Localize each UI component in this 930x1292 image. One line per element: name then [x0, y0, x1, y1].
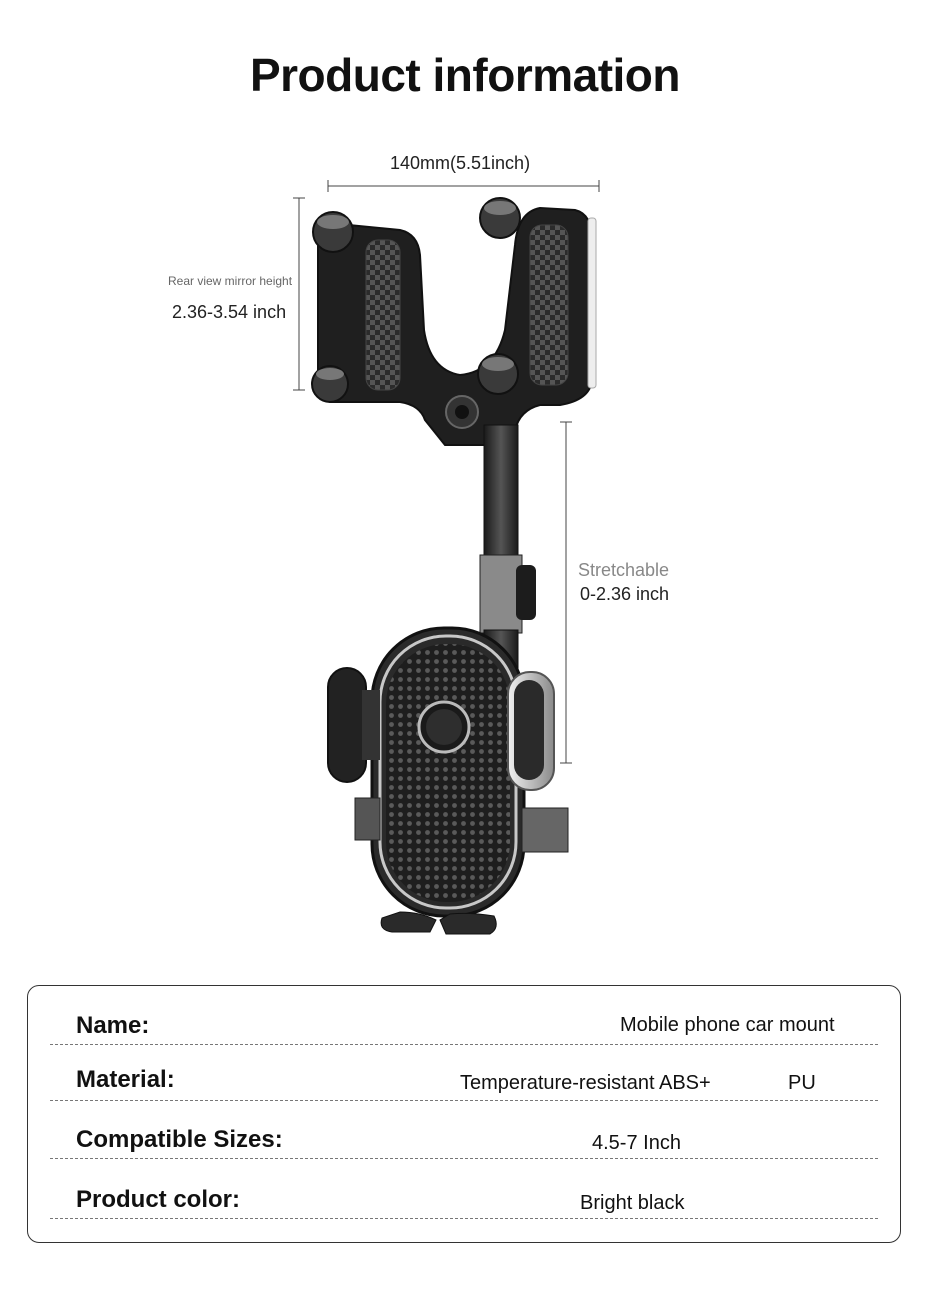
spec-card: Name: Mobile phone car mount Material: T… [27, 985, 901, 1243]
width-dimension-label: 140mm(5.51inch) [390, 153, 531, 173]
spec-row-name: Name: Mobile phone car mount [50, 988, 878, 1045]
spec-label: Compatible Sizes: [76, 1126, 283, 1153]
spec-row-compatible-sizes: Compatible Sizes: 4.5-7 Inch [50, 1102, 878, 1159]
mirror-height-line [293, 197, 305, 391]
extension-arm [479, 424, 536, 671]
spec-label: Material: [76, 1066, 175, 1093]
stretchable-label: Stretchable [578, 560, 670, 580]
width-dimension-line [327, 180, 600, 192]
phone-cradle [327, 626, 569, 935]
spec-value: Temperature-resistant ABS+ [460, 1072, 711, 1094]
spec-label: Product color: [76, 1186, 241, 1213]
product-illustration [293, 180, 600, 935]
stretch-dimension-line [560, 421, 572, 764]
page-title: Product information [249, 49, 681, 101]
mirror-height-label: Rear view mirror height [168, 274, 293, 288]
spec-value: Mobile phone car mount [620, 1014, 835, 1036]
spec-value: 4.5-7 Inch [592, 1132, 681, 1154]
stretchable-value: 0-2.36 inch [580, 584, 670, 604]
spec-row-material: Material: Temperature-resistant ABS+ PU [50, 1044, 878, 1101]
spec-label: Name: [76, 1012, 150, 1039]
spec-value: Bright black [580, 1192, 685, 1214]
spec-value-secondary: PU [788, 1072, 816, 1094]
mirror-height-value: 2.36-3.54 inch [172, 302, 287, 322]
spec-row-product-color: Product color: Bright black [50, 1162, 878, 1219]
mirror-clamp [311, 197, 597, 446]
